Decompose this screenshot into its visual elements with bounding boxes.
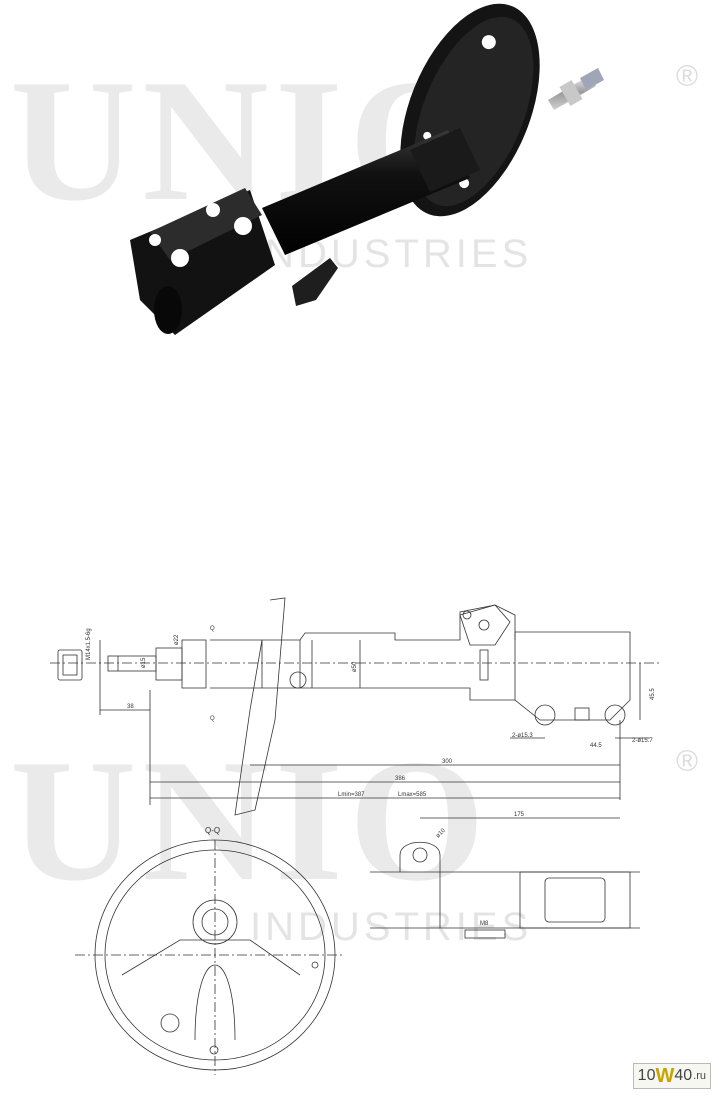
badge-suffix: 40 [674, 1067, 693, 1084]
len-38-label: 38 [127, 704, 134, 710]
watermark-reg-top: ® [676, 60, 699, 93]
hole-10-label: ø10 [435, 827, 447, 839]
hose-bracket [292, 258, 338, 306]
len-386-label: 386 [395, 776, 406, 782]
lmin-label: Lmin=387 [338, 792, 365, 798]
len-300-label: 300 [442, 759, 453, 765]
section-label: Q-Q [205, 826, 220, 835]
piston-rod [548, 68, 604, 110]
hole-15-3-label: 2-ø15.3 [512, 733, 533, 739]
badge-mid: W [655, 1064, 675, 1087]
badge-prefix: 10 [637, 1067, 656, 1084]
lmax-label: Lmax=585 [398, 792, 427, 798]
knuckle-bracket [130, 188, 275, 335]
q-bottom-label: Q [210, 716, 215, 722]
rod-dia-label: ø15 [141, 657, 147, 668]
watermark-reg-bottom: ® [676, 745, 699, 778]
hole-15-7-label: 2-ø15.7 [632, 738, 653, 744]
watermark-brand-bottom: UNIO [10, 723, 491, 917]
badge-domain: .ru [693, 1070, 706, 1082]
q-top-label: Q [210, 626, 215, 632]
len-45-5-label: 45.5 [650, 688, 656, 700]
len-175-label: 175 [514, 812, 525, 818]
len-44-5-label: 44.5 [590, 743, 602, 749]
strut-photo [130, 3, 604, 335]
m8-label: M8 [480, 921, 489, 927]
watermark-sub-bottom: INDUSTRIES [250, 905, 533, 949]
tube-dia-label: ø50 [352, 661, 358, 672]
site-logo-badge: 10 W 40 .ru [632, 1063, 711, 1089]
thread-label: M14x1.5-6g [86, 628, 92, 660]
dia-22-label: ø22 [174, 634, 180, 645]
